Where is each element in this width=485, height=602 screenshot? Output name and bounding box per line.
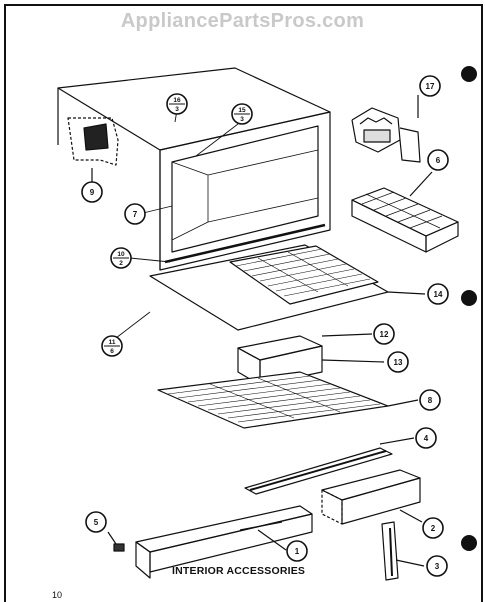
callout-label-10-bottom: 2 xyxy=(119,260,123,267)
callout-label-8: 8 xyxy=(428,396,433,405)
callout-label-17: 17 xyxy=(426,82,435,91)
callout-label-9: 9 xyxy=(90,188,95,197)
rail-4 xyxy=(244,437,415,495)
callout-dividers xyxy=(104,103,250,347)
callout-9 xyxy=(81,181,103,203)
page-border xyxy=(4,4,483,602)
callout-label-13: 13 xyxy=(394,358,403,367)
binder-hole-top xyxy=(461,66,477,82)
panel-9 xyxy=(67,117,119,182)
callout-label-16-top: 16 xyxy=(173,97,181,104)
callout-6 xyxy=(427,149,449,171)
crisper-2 xyxy=(321,469,423,525)
binder-hole-bottom xyxy=(461,535,477,551)
callout-label-16-bottom: 3 xyxy=(175,106,179,113)
binder-hole-middle xyxy=(461,290,477,306)
page-number: 10 xyxy=(52,590,63,600)
callout-label-7: 7 xyxy=(133,210,138,219)
callout-13 xyxy=(387,351,409,373)
upper-shelf-14 xyxy=(149,244,426,331)
callout-label-15-top: 15 xyxy=(238,107,246,114)
callout-2 xyxy=(422,517,444,539)
lower-shelf-8 xyxy=(157,371,419,429)
callout-label-2: 2 xyxy=(431,524,436,533)
callout-label-3: 3 xyxy=(435,562,440,571)
callout-label-6: 6 xyxy=(436,156,441,165)
ice-maker-17 xyxy=(351,95,421,163)
callout-7 xyxy=(124,203,146,225)
callout-17 xyxy=(419,75,441,97)
diagram-caption: INTERIOR ACCESSORIES xyxy=(172,565,306,577)
freezer-liner xyxy=(57,67,331,271)
callout-14 xyxy=(427,283,449,305)
callout-8 xyxy=(419,389,441,411)
callout-label-5: 5 xyxy=(94,518,99,527)
watermark: AppliancePartsPros.com xyxy=(120,10,365,32)
callout-3 xyxy=(426,555,448,577)
ice-tray-6 xyxy=(351,171,459,253)
callout-12 xyxy=(373,323,395,345)
callout-bubbles xyxy=(81,75,449,577)
door-bar-1 xyxy=(135,505,313,579)
callout-label-15-bottom: 3 xyxy=(240,116,244,123)
callout-label-11-top: 11 xyxy=(109,339,116,346)
callout-label-11-bottom: 6 xyxy=(110,348,114,355)
callout-label-4: 4 xyxy=(424,434,429,443)
callout-label-10-top: 10 xyxy=(117,251,125,258)
bracket-3 xyxy=(381,521,425,581)
callout-label-14: 14 xyxy=(434,290,443,299)
callout-labels: 1 2 3 4 5 6 7 8 9 10 2 11 6 12 13 14 15 … xyxy=(90,82,443,571)
callout-4 xyxy=(415,427,437,449)
screw-5 xyxy=(107,531,125,552)
callout-label-1: 1 xyxy=(295,547,300,556)
callout-1 xyxy=(286,540,308,562)
callout-label-12: 12 xyxy=(380,330,389,339)
callout-5 xyxy=(85,511,107,533)
